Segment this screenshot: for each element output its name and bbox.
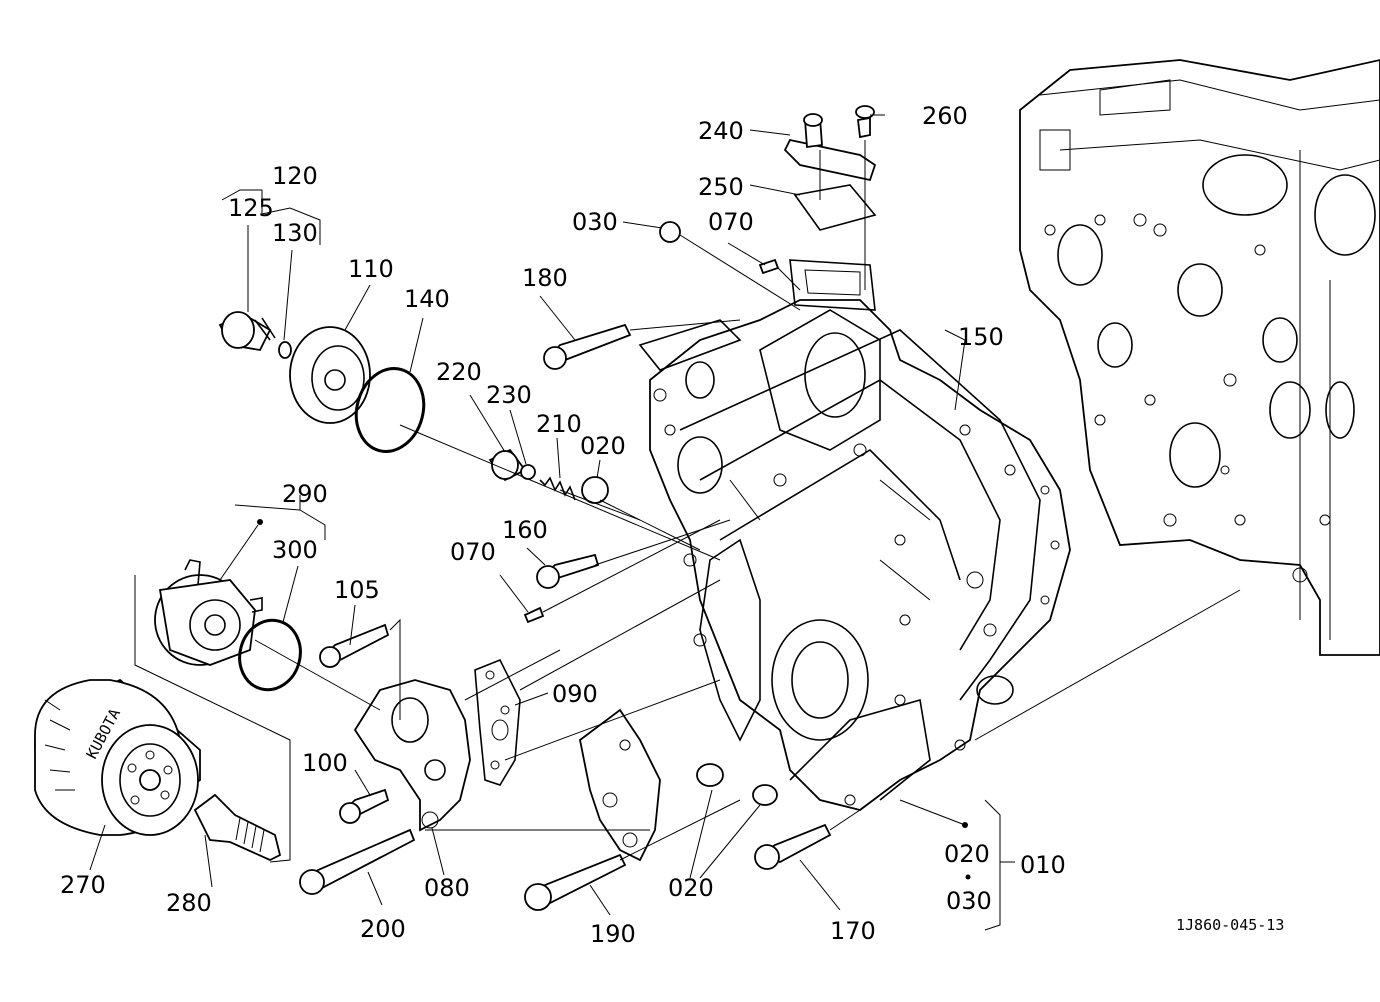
label-090: 090 (552, 680, 598, 708)
label-180: 180 (522, 264, 568, 292)
label-080: 080 (424, 874, 470, 902)
label-220: 220 (436, 358, 482, 386)
label-280: 280 (166, 889, 212, 917)
label-170: 170 (830, 917, 876, 945)
label-260: 260 (922, 102, 968, 130)
label-100: 100 (302, 749, 348, 777)
label-110: 110 (348, 255, 394, 283)
label-070-top: 070 (708, 208, 754, 236)
label-230: 230 (486, 381, 532, 409)
label-130: 130 (272, 219, 318, 247)
mount-bracket (579, 708, 661, 862)
filter-head (218, 311, 371, 424)
cooler-oring (238, 618, 302, 692)
filter-nipple (193, 793, 282, 861)
label-290: 290 (282, 480, 328, 508)
relief-valve-parts (488, 221, 778, 806)
label-150: 150 (958, 323, 1004, 351)
oil-cooler (154, 559, 263, 666)
label-210: 210 (536, 410, 582, 438)
label-020-mid: 020 (580, 432, 626, 460)
label-125: 125 (228, 194, 274, 222)
label-240: 240 (698, 117, 744, 145)
assembly-lines (134, 140, 1241, 863)
label-200: 200 (360, 915, 406, 943)
label-140: 140 (404, 285, 450, 313)
filter-head-oring (354, 367, 426, 453)
filter-bracket (353, 679, 471, 832)
part-labels: 120 125 130 110 140 240 260 250 030 070 … (60, 102, 1284, 948)
label-070-mid: 070 (450, 538, 496, 566)
diagram-reference-code: 1J860-045-13 (1176, 916, 1284, 934)
leader-lines (89, 114, 1015, 931)
gasket (474, 658, 521, 786)
label-030-right: 030 (946, 887, 992, 915)
pipe-assembly (783, 105, 877, 231)
label-250: 250 (698, 173, 744, 201)
label-300: 300 (272, 536, 318, 564)
label-105: 105 (334, 576, 380, 604)
bolts (299, 258, 832, 911)
gear-case (638, 259, 1071, 811)
oil-filter: KUBOTA (34, 678, 201, 836)
label-160: 160 (502, 516, 548, 544)
engine-block (1019, 59, 1380, 656)
label-020-bottom: 020 (668, 874, 714, 902)
label-030-top: 030 (572, 208, 618, 236)
label-270: 270 (60, 871, 106, 899)
label-190: 190 (590, 920, 636, 948)
label-010: 010 (1020, 851, 1066, 879)
label-120: 120 (272, 162, 318, 190)
label-020-right: 020 (944, 840, 990, 868)
